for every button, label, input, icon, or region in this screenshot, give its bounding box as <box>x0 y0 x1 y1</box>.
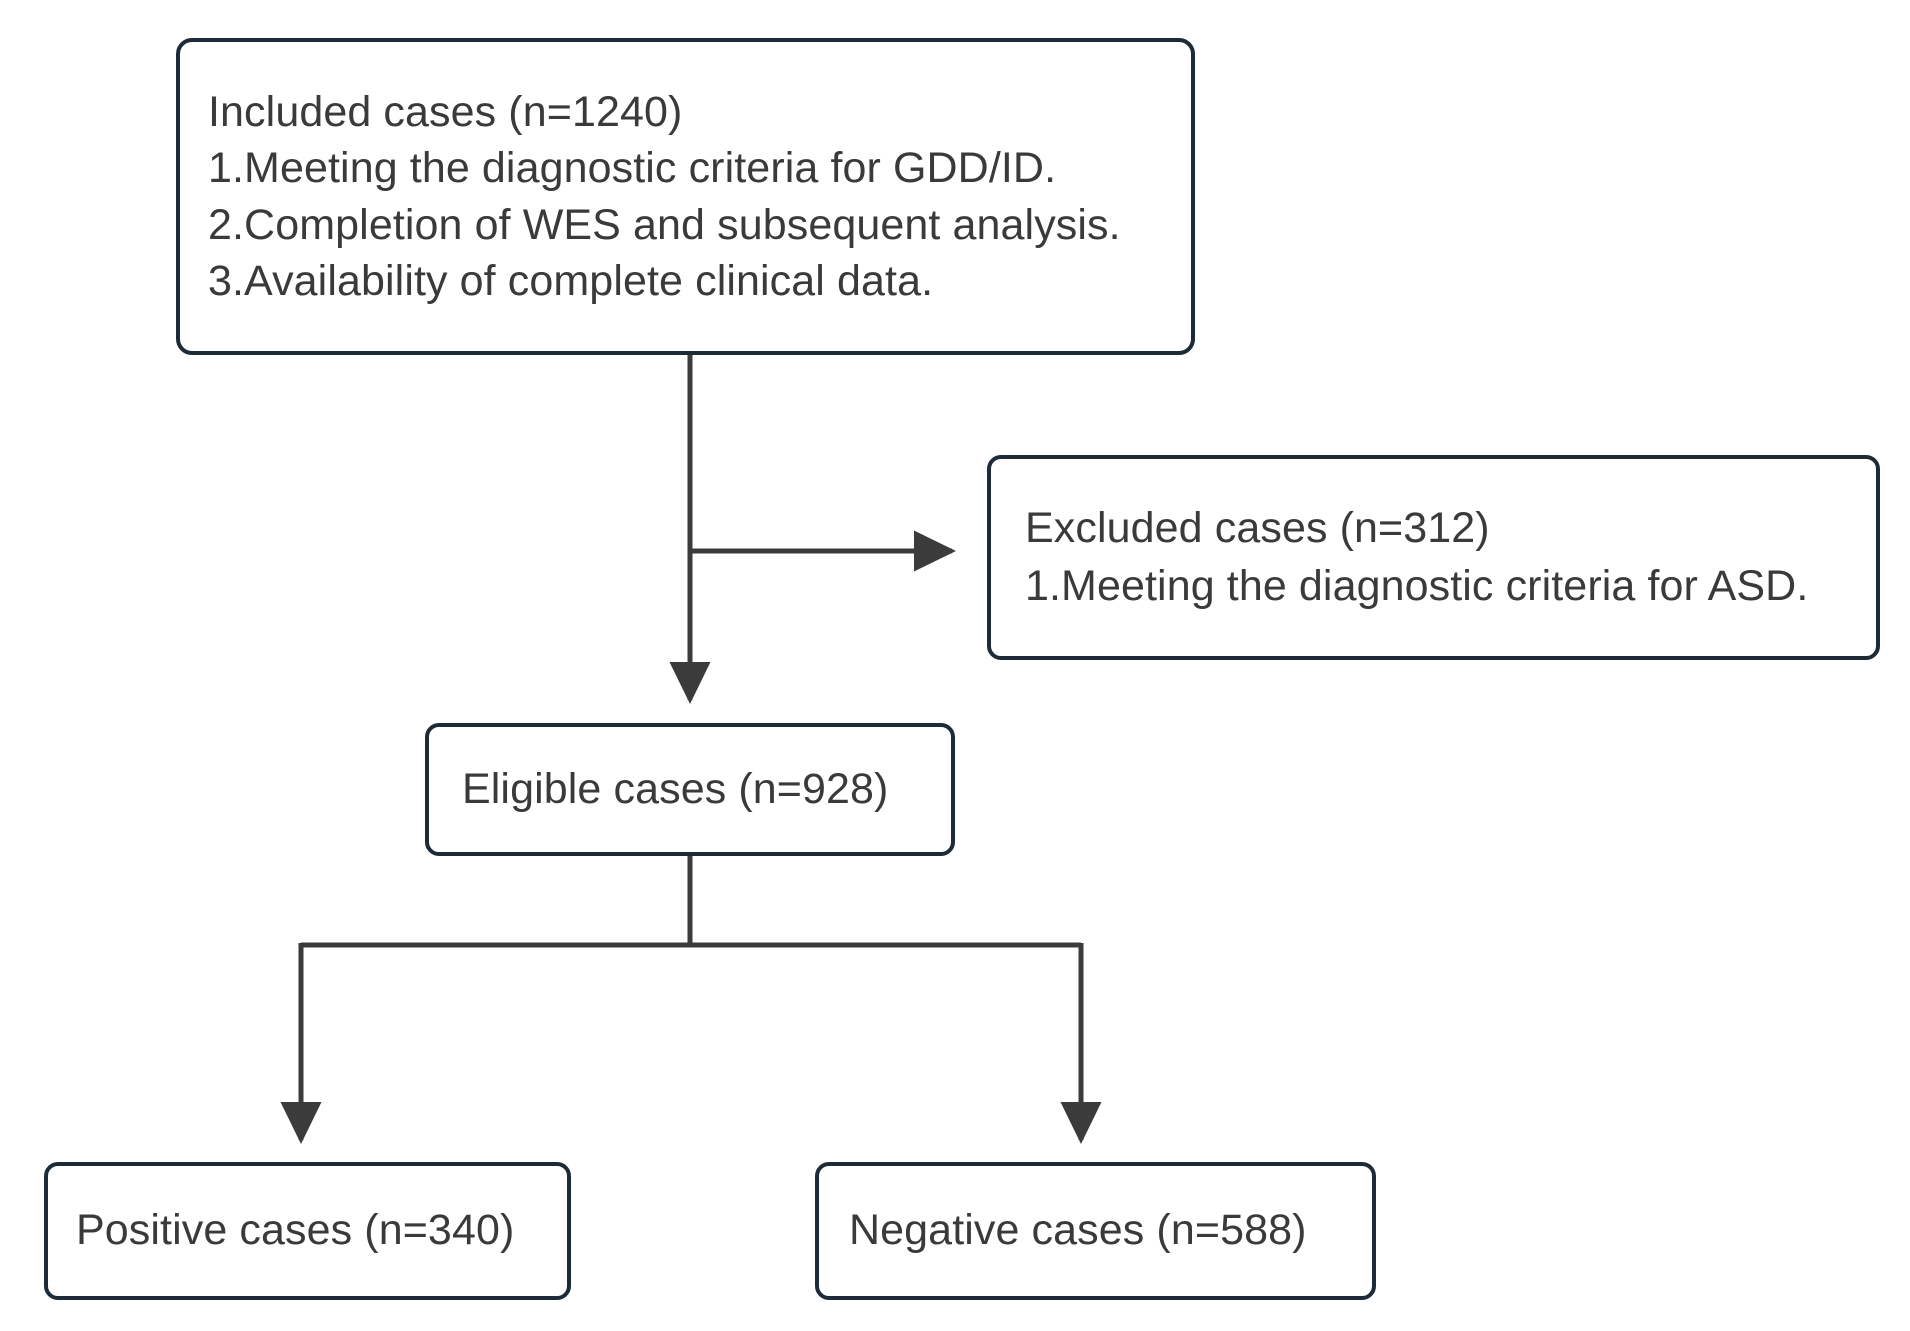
connector-eligible-split <box>280 856 1102 1145</box>
node-included-cases: Included cases (n=1240) 1.Meeting the di… <box>176 38 1195 355</box>
positive-cases-title: Positive cases (n=340) <box>76 1206 515 1255</box>
included-cases-title: Included cases (n=1240) <box>208 87 683 136</box>
negative-cases-title: Negative cases (n=588) <box>849 1206 1307 1255</box>
node-eligible-cases: Eligible cases (n=928) <box>425 723 955 856</box>
included-cases-criterion-1: 1.Meeting the diagnostic criteria for GD… <box>208 144 1057 193</box>
included-cases-criterion-3: 3.Availability of complete clinical data… <box>208 256 934 305</box>
excluded-cases-criterion-1: 1.Meeting the diagnostic criteria for AS… <box>1025 561 1809 610</box>
excluded-cases-title: Excluded cases (n=312) <box>1025 504 1490 553</box>
included-cases-criterion-2: 2.Completion of WES and subsequent analy… <box>208 200 1121 249</box>
node-negative-cases: Negative cases (n=588) <box>815 1162 1376 1300</box>
node-excluded-cases: Excluded cases (n=312) 1.Meeting the dia… <box>987 455 1880 660</box>
node-positive-cases: Positive cases (n=340) <box>44 1162 571 1300</box>
eligible-cases-title: Eligible cases (n=928) <box>462 764 889 813</box>
